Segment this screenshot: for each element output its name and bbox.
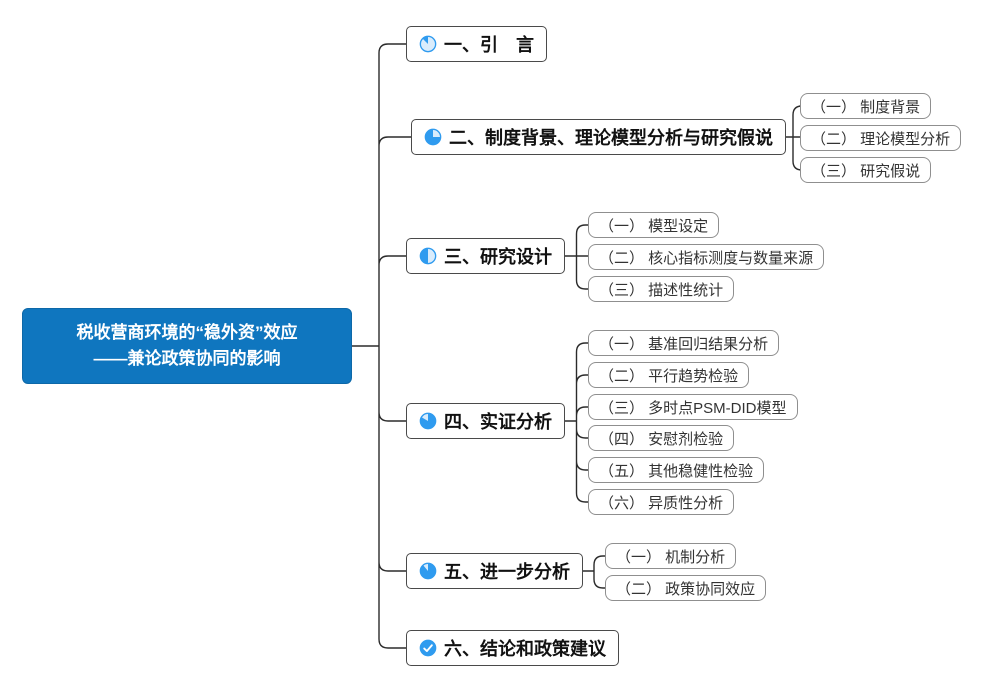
subtopic-model-setting[interactable]: （一） 模型设定 [588,212,720,238]
branch-topic-label: 二、制度背景、理论模型分析与研究假说 [449,128,773,148]
subtopic-label: （二） 政策协同效应 [616,580,756,598]
subtopic-label: （一） 制度背景 [811,98,921,116]
subtopic-parallel-trend-test[interactable]: （二） 平行趋势检验 [588,362,750,388]
branch-topic-background-theory[interactable]: 二、制度背景、理论模型分析与研究假说 [411,119,786,155]
progress-half-icon[interactable] [419,247,437,265]
root-topic-title-line1: 税收营商环境的“稳外资”效应 [76,322,298,342]
subtopic-descriptive-statistics[interactable]: （三） 描述性统计 [588,276,735,302]
progress-eighth-icon[interactable] [419,35,437,53]
subtopic-label: （一） 机制分析 [616,548,726,566]
branch-topic-label: 一、引 言 [444,35,534,55]
subtopic-label: （三） 研究假说 [811,162,921,180]
subtopic-label: （三） 描述性统计 [599,281,724,299]
branch-topic-introduction[interactable]: 一、引 言 [406,26,547,62]
subtopic-label: （二） 平行趋势检验 [599,367,739,385]
subtopic-label: （四） 安慰剂检验 [599,430,724,448]
subtopic-institutional-background[interactable]: （一） 制度背景 [800,93,932,119]
subtopic-research-hypothesis[interactable]: （三） 研究假说 [800,157,932,183]
progress-five-sixths-icon[interactable] [419,412,437,430]
subtopic-baseline-regression[interactable]: （一） 基准回归结果分析 [588,330,780,356]
subtopic-psm-did-model[interactable]: （三） 多时点PSM-DID模型 [588,394,798,420]
subtopic-label: （二） 理论模型分析 [811,130,951,148]
subtopic-heterogeneity-analysis[interactable]: （六） 异质性分析 [588,489,735,515]
branch-topic-research-design[interactable]: 三、研究设计 [406,238,565,274]
branch-topic-further-analysis[interactable]: 五、进一步分析 [406,553,583,589]
branch-topic-label: 四、实证分析 [444,412,552,432]
subtopic-robustness-tests[interactable]: （五） 其他稳健性检验 [588,457,765,483]
branch-topic-label: 六、结论和政策建议 [444,639,606,659]
subtopic-mechanism-analysis[interactable]: （一） 机制分析 [605,543,737,569]
branch-topic-empirical-analysis[interactable]: 四、实证分析 [406,403,565,439]
subtopic-label: （一） 模型设定 [599,217,709,235]
subtopic-theoretical-model[interactable]: （二） 理论模型分析 [800,125,962,151]
subtopic-placebo-test[interactable]: （四） 安慰剂检验 [588,425,735,451]
subtopic-label: （五） 其他稳健性检验 [599,462,754,480]
subtopic-label: （一） 基准回归结果分析 [599,335,769,353]
progress-done-icon[interactable] [419,639,437,657]
subtopic-label: （三） 多时点PSM-DID模型 [599,399,787,417]
subtopic-label: （六） 异质性分析 [599,494,724,512]
branch-topic-label: 五、进一步分析 [444,562,570,582]
branch-topic-label: 三、研究设计 [444,247,552,267]
subtopic-policy-synergy-effect[interactable]: （二） 政策协同效应 [605,575,767,601]
root-topic-title-line2: ——兼论政策协同的影响 [93,349,281,368]
progress-eight-ninths-icon[interactable] [419,562,437,580]
branch-topic-conclusion[interactable]: 六、结论和政策建议 [406,630,619,666]
subtopic-core-indicators[interactable]: （二） 核心指标测度与数量来源 [588,244,825,270]
subtopic-label: （二） 核心指标测度与数量来源 [599,249,814,267]
progress-three-quarters-icon[interactable] [424,128,442,146]
root-topic[interactable]: 税收营商环境的“稳外资”效应 ——兼论政策协同的影响 [22,308,352,384]
